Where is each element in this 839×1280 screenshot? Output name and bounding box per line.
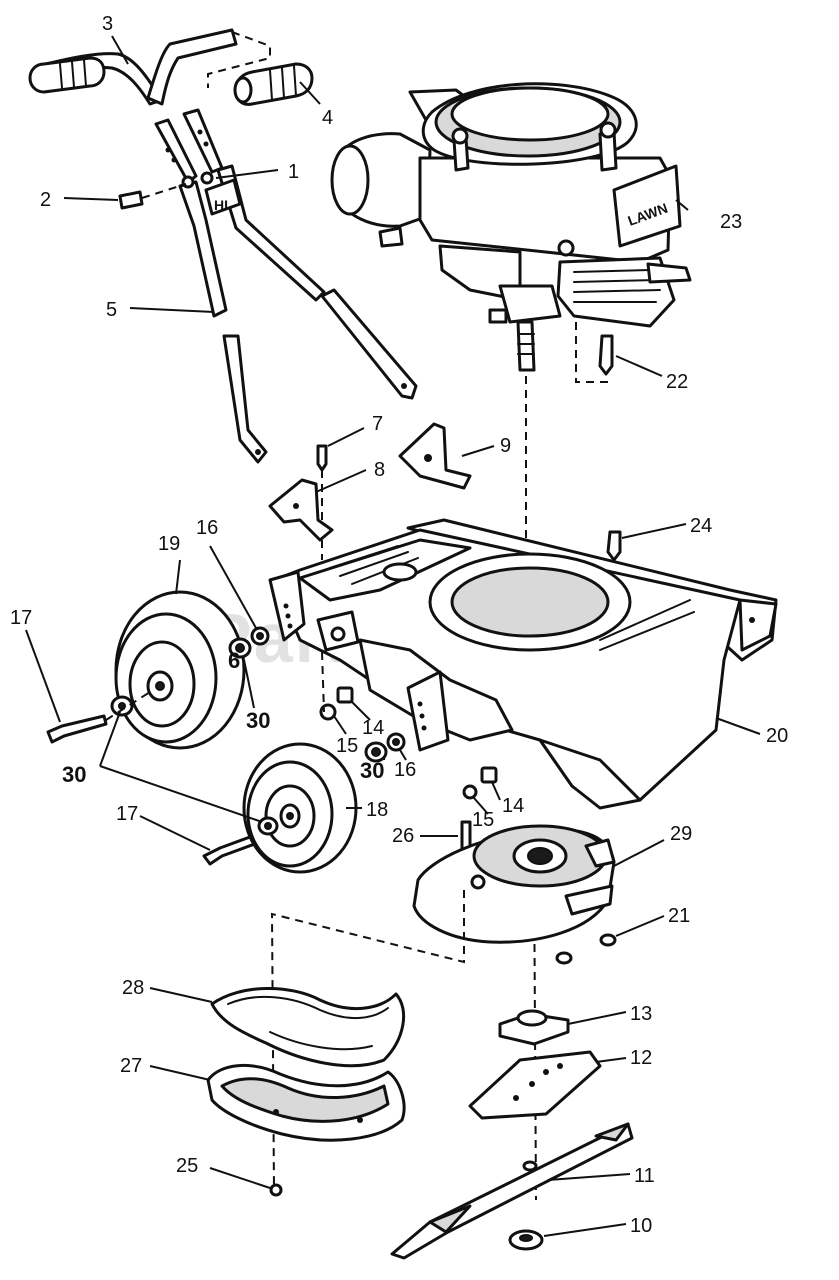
callout-24: 24 xyxy=(690,515,712,537)
part-18-front-wheel xyxy=(242,742,358,874)
guard-dash-line xyxy=(270,890,465,1191)
part-11-blade xyxy=(390,1122,634,1260)
part-19-rear-wheel xyxy=(114,590,246,750)
callout-9: 9 xyxy=(500,435,511,457)
part-7-bolt xyxy=(316,444,328,560)
callout-25: 25 xyxy=(176,1155,198,1177)
callout-16-top: 16 xyxy=(196,517,218,539)
callout-16-bottom: 16 xyxy=(394,759,416,781)
part-4-handle-grip xyxy=(233,62,314,106)
callout-labels: 3 4 1 2 5 7 8 9 23 22 24 20 19 16 17 6 3… xyxy=(10,13,788,1237)
callout-30-deck: 30 xyxy=(360,758,384,783)
part-25-screw xyxy=(269,1183,283,1197)
part-29-adapter-plate xyxy=(412,824,616,944)
callout-7: 7 xyxy=(372,413,383,435)
callout-8: 8 xyxy=(374,459,385,481)
callout-20: 20 xyxy=(766,725,788,747)
callout-15-left: 15 xyxy=(336,735,358,757)
callout-22: 22 xyxy=(666,371,688,393)
callout-18: 18 xyxy=(366,799,388,821)
part-8-bracket xyxy=(268,478,334,542)
part-23-engine: LAWN xyxy=(330,82,692,372)
part-30-hub-cap-b xyxy=(257,816,279,836)
callout-30-caps: 30 xyxy=(62,762,86,787)
part-5-lower-handle: HI xyxy=(154,108,418,464)
part-22-bolt xyxy=(575,322,614,383)
part-28-gasket xyxy=(210,986,406,1068)
callout-29: 29 xyxy=(670,823,692,845)
part-15-washer-b xyxy=(462,784,478,800)
callout-4: 4 xyxy=(322,107,333,129)
callout-2: 2 xyxy=(40,189,51,211)
part-21-nut-a xyxy=(599,933,617,947)
part-10-blade-nut xyxy=(508,1229,544,1251)
callout-10: 10 xyxy=(630,1215,652,1237)
part-9-bracket xyxy=(398,422,472,490)
callout-28: 28 xyxy=(122,977,144,999)
part-30-spacer-b xyxy=(364,741,388,763)
part-21-nut-b xyxy=(555,951,573,965)
bracket-axis-line xyxy=(321,651,325,713)
callout-17-bottom: 17 xyxy=(116,803,138,825)
leader-lines xyxy=(25,35,761,1237)
part-3-upper-handle xyxy=(28,28,271,106)
part-27-discharge-tray xyxy=(206,1063,406,1142)
part-13-blade-hub xyxy=(498,1009,570,1046)
part-16-washer-a xyxy=(250,626,270,646)
callout-13: 13 xyxy=(630,1003,652,1025)
part-24-bolt xyxy=(606,530,622,562)
callout-15-right: 15 xyxy=(472,809,494,831)
callout-27: 27 xyxy=(120,1055,142,1077)
handle-hi-marking: HI xyxy=(214,197,228,213)
callout-12: 12 xyxy=(630,1047,652,1069)
part-14-nut-b xyxy=(480,766,498,784)
callout-23: 23 xyxy=(720,211,742,233)
part-14-nut-a xyxy=(336,686,354,704)
part-16-washer-b xyxy=(386,732,406,752)
callout-26: 26 xyxy=(392,825,414,847)
callout-6: 6 xyxy=(228,648,240,673)
callout-30-wheel: 30 xyxy=(246,708,270,733)
callout-21: 21 xyxy=(668,905,690,927)
part-30-spacer-a xyxy=(228,637,252,659)
part-2-bolt xyxy=(118,183,187,210)
callout-14-left: 14 xyxy=(362,717,384,739)
part-12-blade-adapter xyxy=(468,1050,602,1120)
part-17-axle-bolt-a xyxy=(46,691,151,744)
callout-17-top: 17 xyxy=(10,607,32,629)
part-20-deck-housing xyxy=(268,518,778,810)
callout-11: 11 xyxy=(634,1165,655,1187)
callout-19: 19 xyxy=(158,533,180,555)
part-30-hub-cap-a xyxy=(110,695,134,717)
callout-3: 3 xyxy=(102,13,113,35)
callout-5: 5 xyxy=(106,299,117,321)
callout-1: 1 xyxy=(288,161,299,183)
callout-14-right: 14 xyxy=(502,795,524,817)
